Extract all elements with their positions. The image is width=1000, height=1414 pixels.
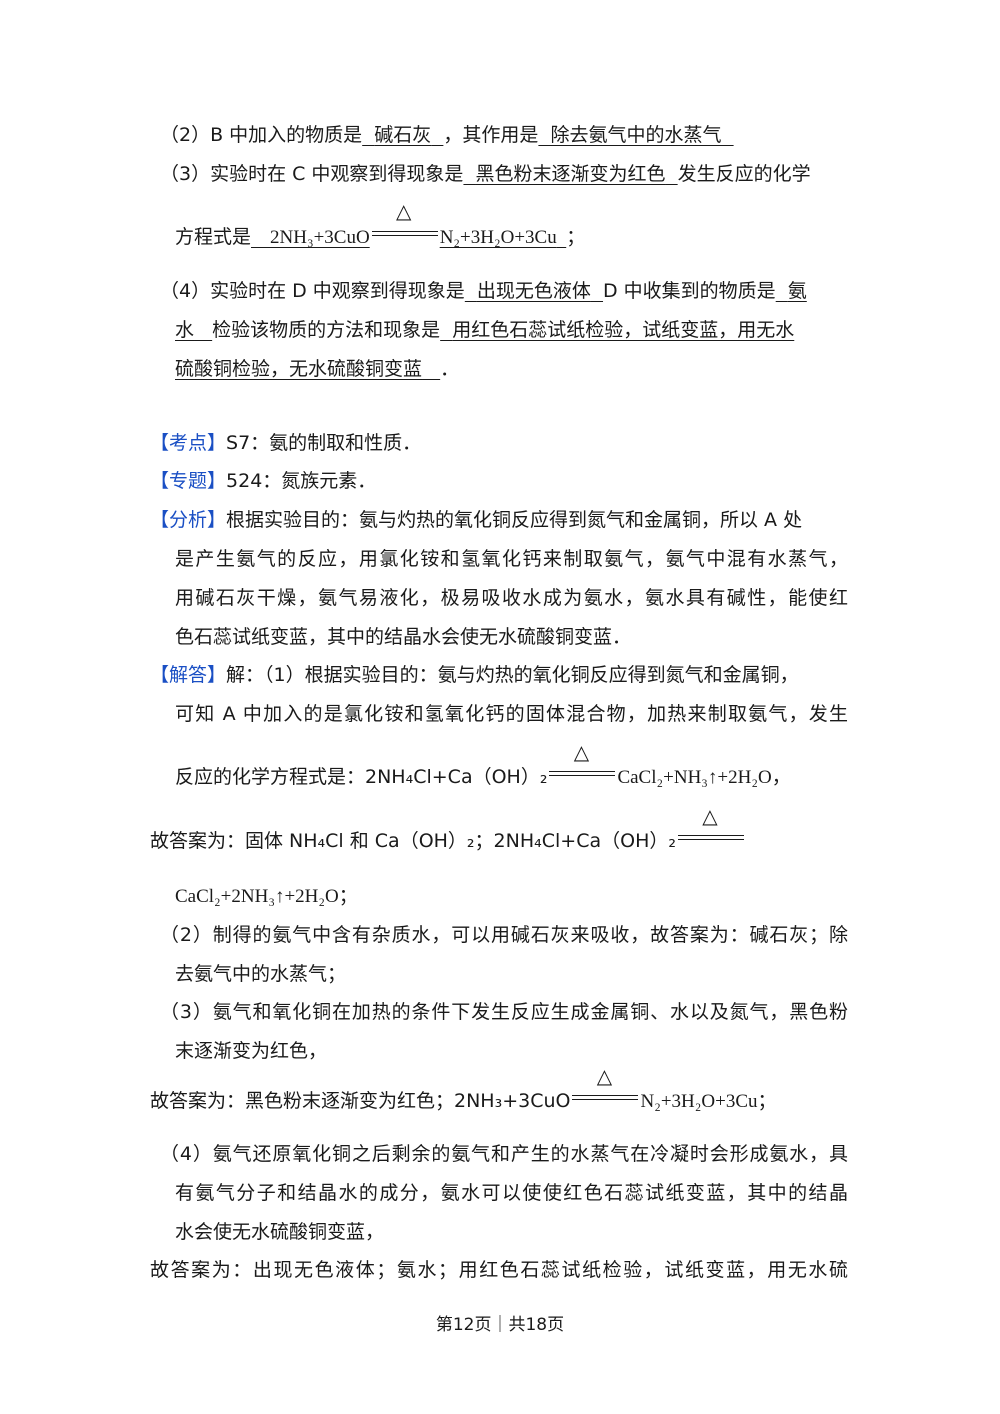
- q2-prefix: （2）B 中加入的物质是: [160, 124, 363, 146]
- q4-answer-1: 出现无色液体: [476, 280, 591, 302]
- fenxi-line-1: 【分析】根据实验目的：氨与灼热的氧化铜反应得到氮气和金属铜，所以 A 处: [150, 509, 803, 531]
- jieda-p3-line-2: 末逐渐变为红色，: [175, 1040, 328, 1062]
- q3-prefix: （3）实验时在 C 中观察到得现象是: [160, 163, 464, 185]
- q4-answer-3a: 用红色石蕊试纸检验，试纸变蓝，用无水: [452, 319, 795, 341]
- heat-equals-sign: △: [570, 1064, 640, 1109]
- jieda-p4-line-4: 故答案为：出现无色液体；氨水；用红色石蕊试纸检验，试纸变蓝，用无水硫: [150, 1259, 848, 1281]
- zhuanti-tag: 【专题】: [150, 470, 227, 492]
- q4-answer-3b: 硫酸铜检验，无水硫酸铜变蓝: [175, 358, 423, 380]
- jieda-line-5: CaCl₂+2NH₃↑+2H₂O；: [175, 886, 358, 907]
- jieda-tag: 【解答】: [150, 664, 227, 686]
- kaodian-tag: 【考点】: [150, 432, 227, 454]
- fenxi-tag: 【分析】: [150, 509, 227, 531]
- q2-mid: ，其作用是: [443, 124, 539, 146]
- jieda-p4-line-2: 有氨气分子和结晶水的成分，氨水可以使使红色石蕊试纸变蓝，其中的结晶: [175, 1182, 848, 1204]
- jieda-line-1: 【解答】解：（1）根据实验目的：氨与灼热的氧化铜反应得到氮气和金属铜，: [150, 664, 799, 686]
- jieda-line-2: 可知 A 中加入的是氯化铵和氢氧化钙的固体混合物，加热来制取氨气，发生: [175, 703, 848, 725]
- fenxi-line-4: 色石蕊试纸变蓝，其中的结晶水会使无水硫酸铜变蓝．: [175, 626, 632, 648]
- q4-line-3: 硫酸铜检验，无水硫酸铜变蓝 ．: [175, 358, 460, 380]
- jieda-p4-line-3: 水会使无水硫酸铜变蓝，: [175, 1221, 385, 1243]
- kaodian-line: 【考点】S7：氨的制取和性质．: [150, 432, 422, 454]
- heat-equals-sign: △: [370, 201, 440, 245]
- jieda-p3-line-3: 故答案为：黑色粉末逐渐变为红色；2NH₃+3CuO△N₂+3H₂O+3Cu；: [150, 1064, 777, 1112]
- q4-answer-2b: 水: [175, 319, 195, 341]
- q3-equation: 2NH₃+3CuO△N₂+3H₂O+3Cu: [270, 201, 557, 248]
- q3-suffix: 发生反应的化学: [677, 163, 811, 185]
- jieda-p2-line-2: 去氨气中的水蒸气；: [175, 963, 347, 985]
- page-footer: 第12页｜共18页: [435, 1315, 565, 1335]
- q3-line-1: （3）实验时在 C 中观察到得现象是 黑色粉末逐渐变为红色 发生反应的化学: [160, 161, 811, 187]
- heat-equals-sign: △: [676, 804, 746, 849]
- q4-line-2: 水 检验该物质的方法和现象是 用红色石蕊试纸检验，试纸变蓝，用无水: [175, 319, 795, 341]
- q2-answer-2: 除去氨气中的水蒸气: [550, 124, 722, 146]
- q2-answer-1: 碱石灰: [374, 124, 432, 146]
- jieda-line-4: 故答案为：固体 NH₄Cl 和 Ca（OH）₂；2NH₄Cl+Ca（OH）₂△: [150, 804, 746, 854]
- heat-equals-sign: △: [547, 740, 617, 785]
- q4-line-1: （4）实验时在 D 中观察到得现象是 出现无色液体 D 中收集到的物质是 氨: [160, 280, 807, 302]
- fenxi-line-2: 是产生氨气的反应，用氯化铵和氢氧化钙来制取氨气，氨气中混有水蒸气，: [175, 548, 848, 570]
- q3-equation-line: 方程式是 2NH₃+3CuO△N₂+3H₂O+3Cu ；: [175, 201, 586, 248]
- jieda-line-3: 反应的化学方程式是：2NH₄Cl+Ca（OH）₂△CaCl₂+NH₃↑+2H₂O…: [175, 740, 791, 788]
- zhuanti-line: 【专题】524：氮族元素．: [150, 470, 377, 492]
- q3-answer-1: 黑色粉末逐渐变为红色: [475, 163, 666, 185]
- jieda-p3-line-1: （3）氨气和氧化铜在加热的条件下发生反应生成金属铜、水以及氮气，黑色粉: [160, 1001, 848, 1023]
- jieda-p4-line-1: （4）氨气还原氧化铜之后剩余的氨气和产生的水蒸气在冷凝时会形成氨水，具: [160, 1143, 848, 1165]
- q4-answer-2a: 氨: [787, 280, 807, 302]
- q2-line: （2）B 中加入的物质是 碱石灰 ，其作用是 除去氨气中的水蒸气: [160, 122, 734, 148]
- fenxi-line-3: 用碱石灰干燥，氨气易液化，极易吸收水成为氨水，氨水具有碱性，能使红: [175, 587, 848, 609]
- jieda-p2-line-1: （2）制得的氨气中含有杂质水，可以用碱石灰来吸收，故答案为：碱石灰；除: [160, 924, 848, 946]
